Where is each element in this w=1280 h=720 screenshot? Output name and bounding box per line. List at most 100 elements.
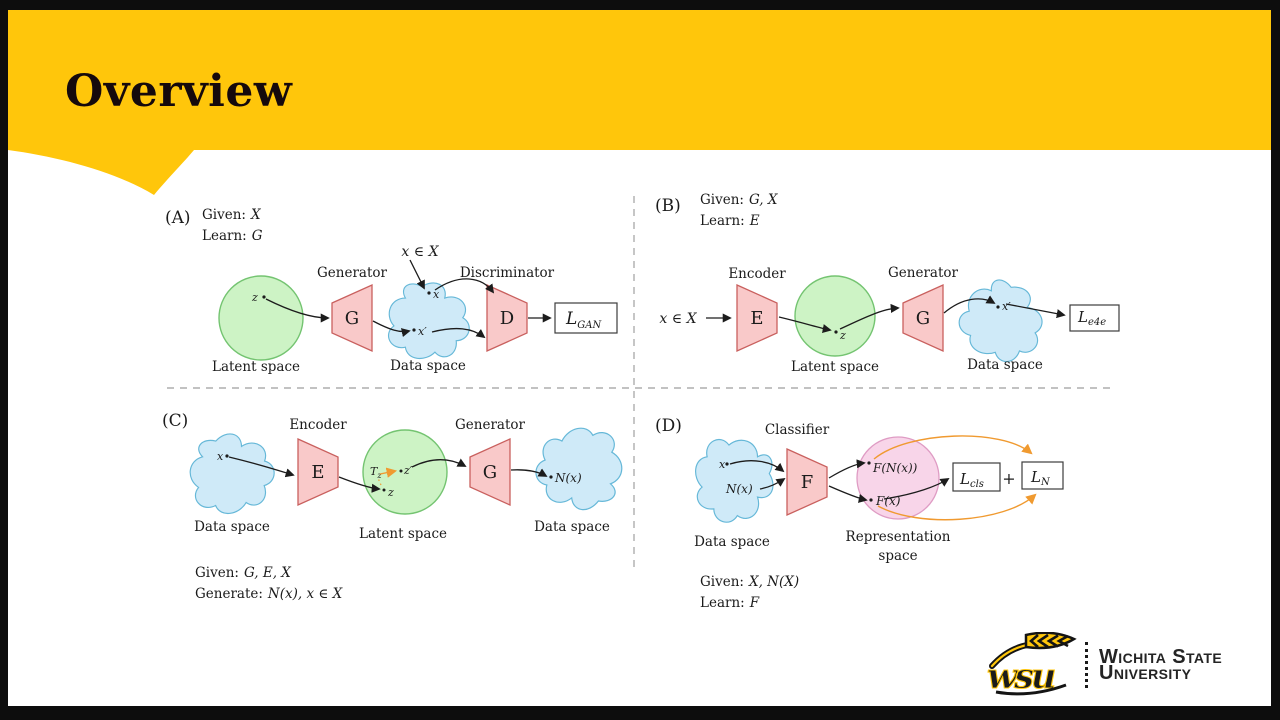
- x-prime-point-label: x′: [418, 325, 427, 338]
- loss-e4e-box: [1069, 304, 1120, 332]
- n-of-x-point-label: N(x): [554, 471, 582, 485]
- generator-trapezoid: [331, 283, 373, 353]
- latent-space-label: Latent space: [791, 359, 879, 375]
- encoder-trapezoid: [297, 437, 339, 507]
- classifier-trapezoid: [786, 447, 828, 517]
- generator-letter: G: [483, 462, 497, 483]
- logo-divider: [1085, 642, 1088, 688]
- data-space-blob: [388, 282, 470, 359]
- latent-space-label: Latent space: [212, 359, 300, 375]
- panel-b-tag: (B): [655, 196, 681, 216]
- encoder-label: Encoder: [289, 417, 347, 433]
- panel-a-diagram: (A) Given:X Learn:G Generator Discrimina…: [165, 207, 618, 375]
- generator-label: Generator: [455, 417, 526, 433]
- panel-b-given: Given:G, X: [700, 192, 779, 208]
- university-name-line1: Wichita State: [1099, 646, 1223, 668]
- panel-c-generate: Generate:N(x), x ∈ X: [195, 586, 344, 602]
- panel-d-tag: (D): [655, 416, 682, 436]
- university-wordmark: Wichita State University: [1099, 646, 1223, 684]
- panel-c-tag: (C): [162, 411, 188, 431]
- panel-c-given: Given:G, E, X: [195, 565, 292, 581]
- f-of-x-label: F(x): [875, 494, 901, 508]
- loss-gan-box: [554, 302, 618, 334]
- loss-cls-label: Lcls: [959, 470, 984, 490]
- frame-top-bar: [0, 0, 1280, 10]
- representation-label-line1: Representation: [846, 529, 951, 545]
- representation-space-circle: [856, 436, 940, 520]
- frame-right-bar: [1271, 0, 1280, 720]
- x-in-x-label: x ∈ X: [401, 244, 439, 260]
- generator-trapezoid: [902, 283, 944, 353]
- t-z-label: Tz: [370, 465, 382, 480]
- loss-gan-label: LGAN: [565, 309, 603, 331]
- x-in-x-label: x ∈ X: [659, 311, 697, 327]
- data-space-blob: [695, 439, 774, 523]
- x-point-label: x: [719, 458, 726, 471]
- data-space-blob-right: [535, 427, 623, 511]
- wsu-emblem: wsu: [986, 632, 1077, 698]
- x-point-label: x: [217, 450, 224, 463]
- loss-n-box: [1021, 461, 1064, 490]
- encoder-letter: E: [750, 308, 763, 329]
- panel-d-given: Given:X, N(X): [700, 574, 799, 590]
- wsu-logo: wsu Wichita State University: [986, 631, 1254, 699]
- data-space-label: Data space: [967, 357, 1043, 373]
- generator-letter: G: [916, 308, 930, 329]
- classifier-letter: F: [801, 472, 814, 493]
- slide-title: Overview: [65, 66, 293, 117]
- discriminator-letter: D: [500, 308, 514, 329]
- panel-a-given: Given:X: [202, 207, 262, 223]
- z-prime-point-label: z′: [403, 464, 413, 477]
- generator-label: Generator: [888, 265, 959, 281]
- z-point-label: z: [839, 329, 846, 342]
- title-banner: Overview: [8, 10, 1271, 150]
- panel-b-arrows: [706, 295, 1066, 334]
- f-of-n-label: F(N(x)): [872, 461, 918, 475]
- encoder-label: Encoder: [728, 266, 786, 282]
- frame-left-bar: [0, 0, 8, 720]
- panel-d-arrows: [729, 459, 950, 503]
- latent-space-circle: [362, 429, 448, 515]
- panel-a-arrows: [265, 259, 552, 339]
- loss-e4e-label: Le4e: [1077, 308, 1106, 328]
- panel-d-learn: Learn:F: [700, 595, 760, 611]
- x-prime-point-label: x′: [1002, 300, 1011, 313]
- latent-space-circle: [218, 275, 304, 361]
- generator-label: Generator: [317, 265, 388, 281]
- panel-a-learn: Learn:G: [202, 228, 263, 244]
- panel-c-arrows: [228, 456, 548, 493]
- generator-letter: G: [345, 308, 359, 329]
- wheat-icon: [989, 632, 1077, 669]
- encoder-trapezoid: [736, 283, 778, 353]
- plus-sign: +: [1002, 469, 1015, 488]
- data-space-label: Data space: [390, 358, 466, 374]
- banner-tail: [8, 150, 194, 195]
- panel-b-learn: Learn:E: [700, 213, 760, 229]
- discriminator-trapezoid: [486, 283, 528, 353]
- z-point-label: z: [251, 291, 258, 304]
- panel-b-diagram: (B) Given:G, X Learn:E Encoder Generator…: [655, 192, 1120, 375]
- loss-n-label: LN: [1030, 468, 1051, 488]
- data-space-blob: [958, 279, 1043, 363]
- discriminator-label: Discriminator: [460, 265, 555, 281]
- frame-bottom-bar: [0, 706, 1280, 720]
- loss-cls-box: [952, 462, 1001, 492]
- encoder-letter: E: [311, 462, 324, 483]
- data-space-right-label: Data space: [534, 519, 610, 535]
- z-point-label: z: [387, 486, 394, 499]
- data-space-blob-left: [189, 433, 275, 514]
- panel-d-diagram: (D) Classifier F x N(x) Data space F(N(x…: [655, 416, 1064, 611]
- orange-tz-arrow: [379, 467, 398, 478]
- orange-dotted-link: [377, 477, 382, 486]
- data-space-left-label: Data space: [194, 519, 270, 535]
- data-space-label: Data space: [694, 534, 770, 550]
- representation-label-line2: space: [878, 548, 917, 564]
- n-of-x-point-label: N(x): [725, 482, 753, 496]
- x-point-label: x: [433, 288, 440, 301]
- latent-space-label: Latent space: [359, 526, 447, 542]
- panel-c-diagram: (C) Encoder Generator E G Data space Lat…: [162, 411, 623, 602]
- university-name-line2: University: [1099, 662, 1192, 684]
- panel-d-orange-arrows: [873, 435, 1037, 521]
- monogram-underline: [995, 683, 1067, 696]
